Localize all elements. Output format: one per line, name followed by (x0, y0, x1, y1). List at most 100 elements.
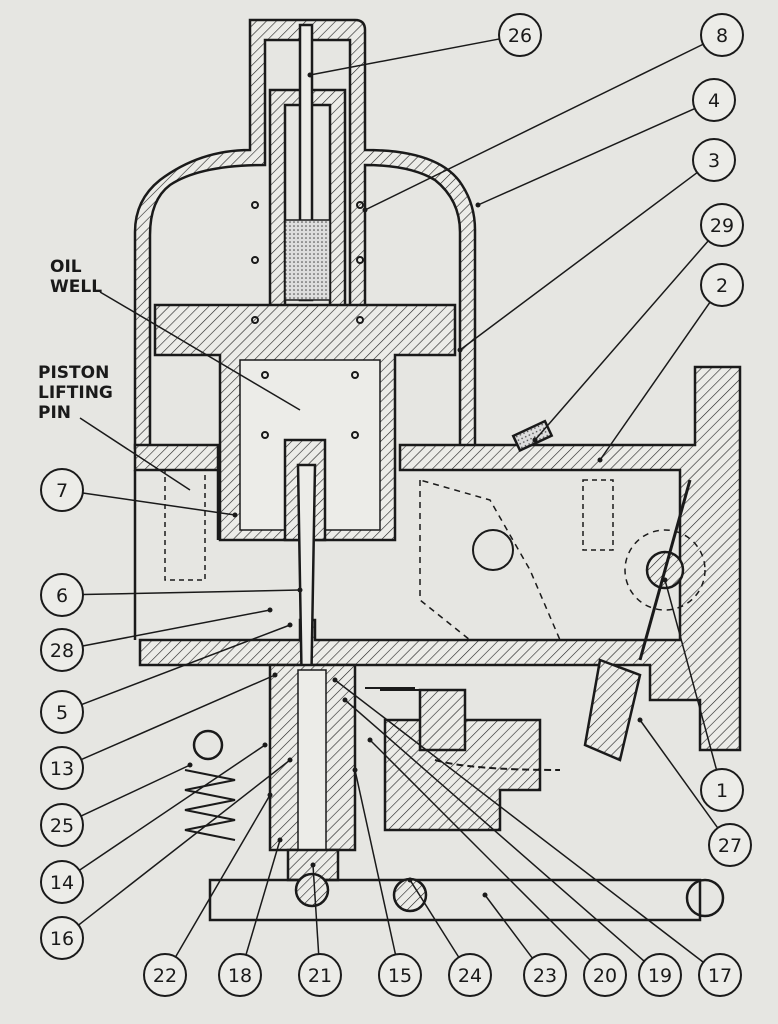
callout-number: 20 (593, 965, 617, 987)
leader-line (312, 864, 320, 955)
leader-dot (310, 862, 316, 868)
callout-circle (143, 953, 187, 997)
leader-dot (287, 622, 293, 628)
leader-line (82, 492, 236, 516)
piston-lifting-pin-label: PISTON LIFTING PIN (38, 363, 113, 423)
leader-line (334, 679, 704, 963)
leader-dot (637, 717, 643, 723)
callout-number: 29 (710, 215, 734, 237)
leader-line (82, 589, 301, 596)
callout-number: 21 (308, 965, 332, 987)
leader-line (364, 43, 704, 211)
svg-text:OIL: OIL (50, 257, 82, 277)
callout-16: 16 (40, 757, 293, 960)
leader-line (369, 739, 591, 961)
callout-3: 3 (457, 138, 736, 353)
callout-number: 7 (56, 480, 68, 502)
leader-line (639, 719, 719, 829)
leader-dot (352, 767, 358, 773)
callout-number: 14 (50, 872, 74, 894)
leader-dot (475, 202, 481, 208)
leader-dot (482, 892, 488, 898)
leader-line (599, 301, 711, 461)
svg-text:WELL: WELL (50, 277, 102, 297)
leader-line (459, 171, 698, 351)
callout-circle (40, 573, 84, 617)
callout-number: 3 (708, 150, 720, 172)
leader-dot (597, 457, 603, 463)
leader-line (80, 764, 191, 817)
leader-dot (532, 437, 538, 443)
callout-number: 18 (228, 965, 252, 987)
leader-dot (362, 207, 368, 213)
callout-20: 20 (367, 737, 627, 997)
leader-line (344, 699, 645, 962)
leader-dot (267, 607, 273, 613)
callout-13: 13 (40, 672, 278, 790)
callout-number: 4 (708, 90, 720, 112)
callout-19: 19 (342, 697, 682, 997)
callout-circle (40, 628, 84, 672)
callout-circle (692, 138, 736, 182)
callout-circle (708, 823, 752, 867)
leader-line (78, 759, 291, 926)
leader-dot (277, 837, 283, 843)
callout-27: 27 (637, 717, 752, 867)
adjusting-screw (511, 419, 554, 453)
callout-number: 19 (648, 965, 672, 987)
callout-circle (40, 916, 84, 960)
leader-dot (272, 672, 278, 678)
callout-number: 15 (388, 965, 412, 987)
choke-linkage (208, 878, 702, 922)
suction-chamber (133, 18, 477, 450)
leader-line (484, 894, 534, 959)
callout-17: 17 (332, 677, 742, 997)
leader-dot (287, 757, 293, 763)
leader-line (534, 240, 709, 441)
callout-circle (378, 953, 422, 997)
callout-21: 21 (298, 862, 342, 997)
callout-circle (698, 953, 742, 997)
callout-number: 16 (50, 928, 74, 950)
callout-5: 5 (40, 622, 293, 734)
callout-circle (700, 203, 744, 247)
callout-circle (700, 768, 744, 812)
leader-line (82, 609, 271, 647)
callout-circle (700, 263, 744, 307)
leader-dot (297, 587, 303, 593)
leader-line (664, 579, 718, 770)
callout-1: 1 (662, 577, 744, 812)
leader-dot (662, 577, 668, 583)
callout-circle (583, 953, 627, 997)
callout-23: 23 (482, 892, 567, 997)
callout-number: 13 (50, 758, 74, 780)
callout-15: 15 (352, 767, 422, 997)
callout-8: 8 (362, 13, 744, 213)
svg-text:PISTON: PISTON (38, 363, 109, 383)
carburettor-drawing (133, 18, 742, 922)
callout-circle (298, 953, 342, 997)
leader-line (245, 839, 281, 956)
callout-circle (638, 953, 682, 997)
leader-line (78, 744, 266, 871)
callout-number: 1 (716, 780, 728, 802)
callout-circle (692, 78, 736, 122)
callout-number: 23 (533, 965, 557, 987)
leader-line (477, 107, 696, 206)
callout-14: 14 (40, 742, 268, 904)
callout-circle (218, 953, 262, 997)
svg-text:PIN: PIN (38, 403, 71, 423)
leader-dot (367, 737, 373, 743)
callout-number: 17 (708, 965, 732, 987)
leader-dot (407, 877, 413, 883)
callout-4: 4 (475, 78, 736, 208)
callout-circle (700, 13, 744, 57)
callout-18: 18 (218, 837, 283, 997)
leader-dot (232, 512, 238, 518)
callout-circle (40, 860, 84, 904)
callout-number: 28 (50, 640, 74, 662)
piston-spring (251, 201, 364, 439)
callout-number: 22 (153, 965, 177, 987)
